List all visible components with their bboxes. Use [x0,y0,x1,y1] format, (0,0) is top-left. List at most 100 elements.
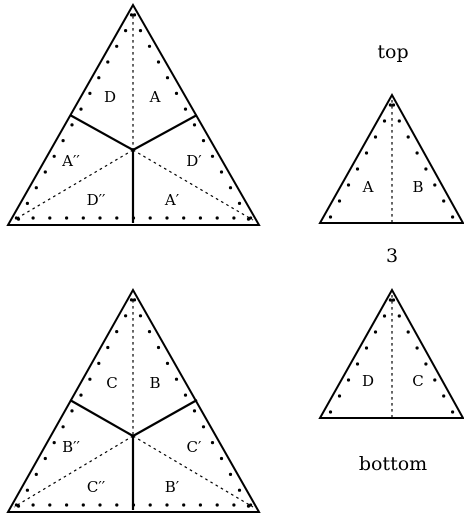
margin-dot [88,91,92,95]
margin-dot [165,503,169,507]
big-top-label-d-prime: D′ [186,152,202,170]
big-bottom-cut-left [69,399,134,437]
margin-dot [451,215,455,219]
small-bottom-dots [328,298,455,414]
margin-dot [14,216,18,220]
margin-dot [156,60,161,64]
margin-dot [138,314,143,318]
margin-dot [25,201,29,205]
big-top-cut-left [69,114,134,151]
big-bottom-label-b-double-prime: B′′ [62,438,80,456]
margin-dot [215,503,219,507]
margin-dot [183,393,188,397]
margin-dot [147,44,152,48]
margin-dot [132,298,137,302]
margin-dot [115,330,119,334]
margin-dot [124,29,128,33]
big-bottom-label-b-prime: B′ [165,478,180,496]
margin-dot [165,76,170,80]
margin-dot [397,119,401,123]
margin-dot [237,488,242,492]
margin-dot [210,154,215,158]
margin-dot [424,167,428,171]
margin-dot [31,216,35,220]
margin-dot [98,503,102,507]
margin-dot [249,216,253,220]
big-top-label-a-prime: A′ [164,191,180,209]
margin-dot [391,103,396,107]
margin-dot [228,186,233,190]
margin-dot [198,216,202,220]
margin-dot [219,456,224,461]
big-bottom-label-c: C [106,374,117,392]
margin-dot [148,216,152,220]
margin-dot [43,456,47,461]
margin-dot [106,60,110,64]
big-top-fold-left [13,149,134,221]
margin-dot [442,394,446,398]
margin-dot [355,167,360,171]
margin-dot [328,410,333,414]
margin-dot [31,503,35,507]
margin-dot [52,441,56,445]
margin-dot [182,503,186,507]
big-top-fold-right [132,149,254,221]
margin-dot [433,183,437,187]
margin-dot [43,170,47,174]
margin-dot [237,201,242,205]
margin-dot [201,425,206,429]
margin-dot [201,139,206,143]
big-top-cut-right [132,114,198,151]
margin-dot [165,361,170,365]
margin-dot [138,29,143,33]
big-top-label-a-double-prime: A′′ [61,152,80,170]
margin-dot [182,216,186,220]
margin-dot [174,377,179,381]
margin-dot [97,361,101,365]
big-bottom-dots [14,298,253,508]
margin-dot [132,13,137,17]
margin-dot [25,488,29,492]
margin-dot [364,346,369,350]
small-bottom-label-c: C [412,372,423,390]
small-bottom-label-d: D [362,372,374,390]
margin-dot [14,503,18,507]
small-top-label-b: B [412,178,423,196]
margin-dot [198,503,202,507]
big-bottom-label-c-prime: C′ [187,438,202,456]
margin-dot [382,119,387,123]
margin-dot [88,377,92,381]
big-triangle-bottom: C B B′′ C′ C′′ B′ [6,287,261,513]
margin-dot [215,216,219,220]
small-top-label-a: A [362,178,374,196]
margin-dot [364,151,369,155]
margin-dot [48,216,52,220]
margin-dot [406,135,410,139]
margin-dot [415,151,419,155]
margin-dot [433,378,437,382]
big-bottom-cut-right [132,399,198,437]
margin-dot [81,503,85,507]
margin-dot [415,346,419,350]
margin-dot [115,44,119,48]
small-triangle-bottom: D C [318,287,464,419]
margin-dot [52,154,56,158]
margin-dot [346,378,351,382]
small-triangle-top: A B [318,92,464,224]
margin-dot [373,330,378,334]
margin-dot [174,91,179,95]
margin-dot [70,123,74,127]
margin-dot [70,409,74,413]
margin-dot [355,362,360,366]
margin-dot [183,107,188,111]
margin-dot [79,393,83,397]
margin-dot [34,472,38,476]
margin-dot [424,362,428,366]
margin-dot [382,314,387,318]
margin-dot [406,330,410,334]
caption-top: top [377,41,408,63]
margin-dot [79,107,83,111]
small-top-dots [328,103,455,219]
margin-dot [115,216,119,220]
